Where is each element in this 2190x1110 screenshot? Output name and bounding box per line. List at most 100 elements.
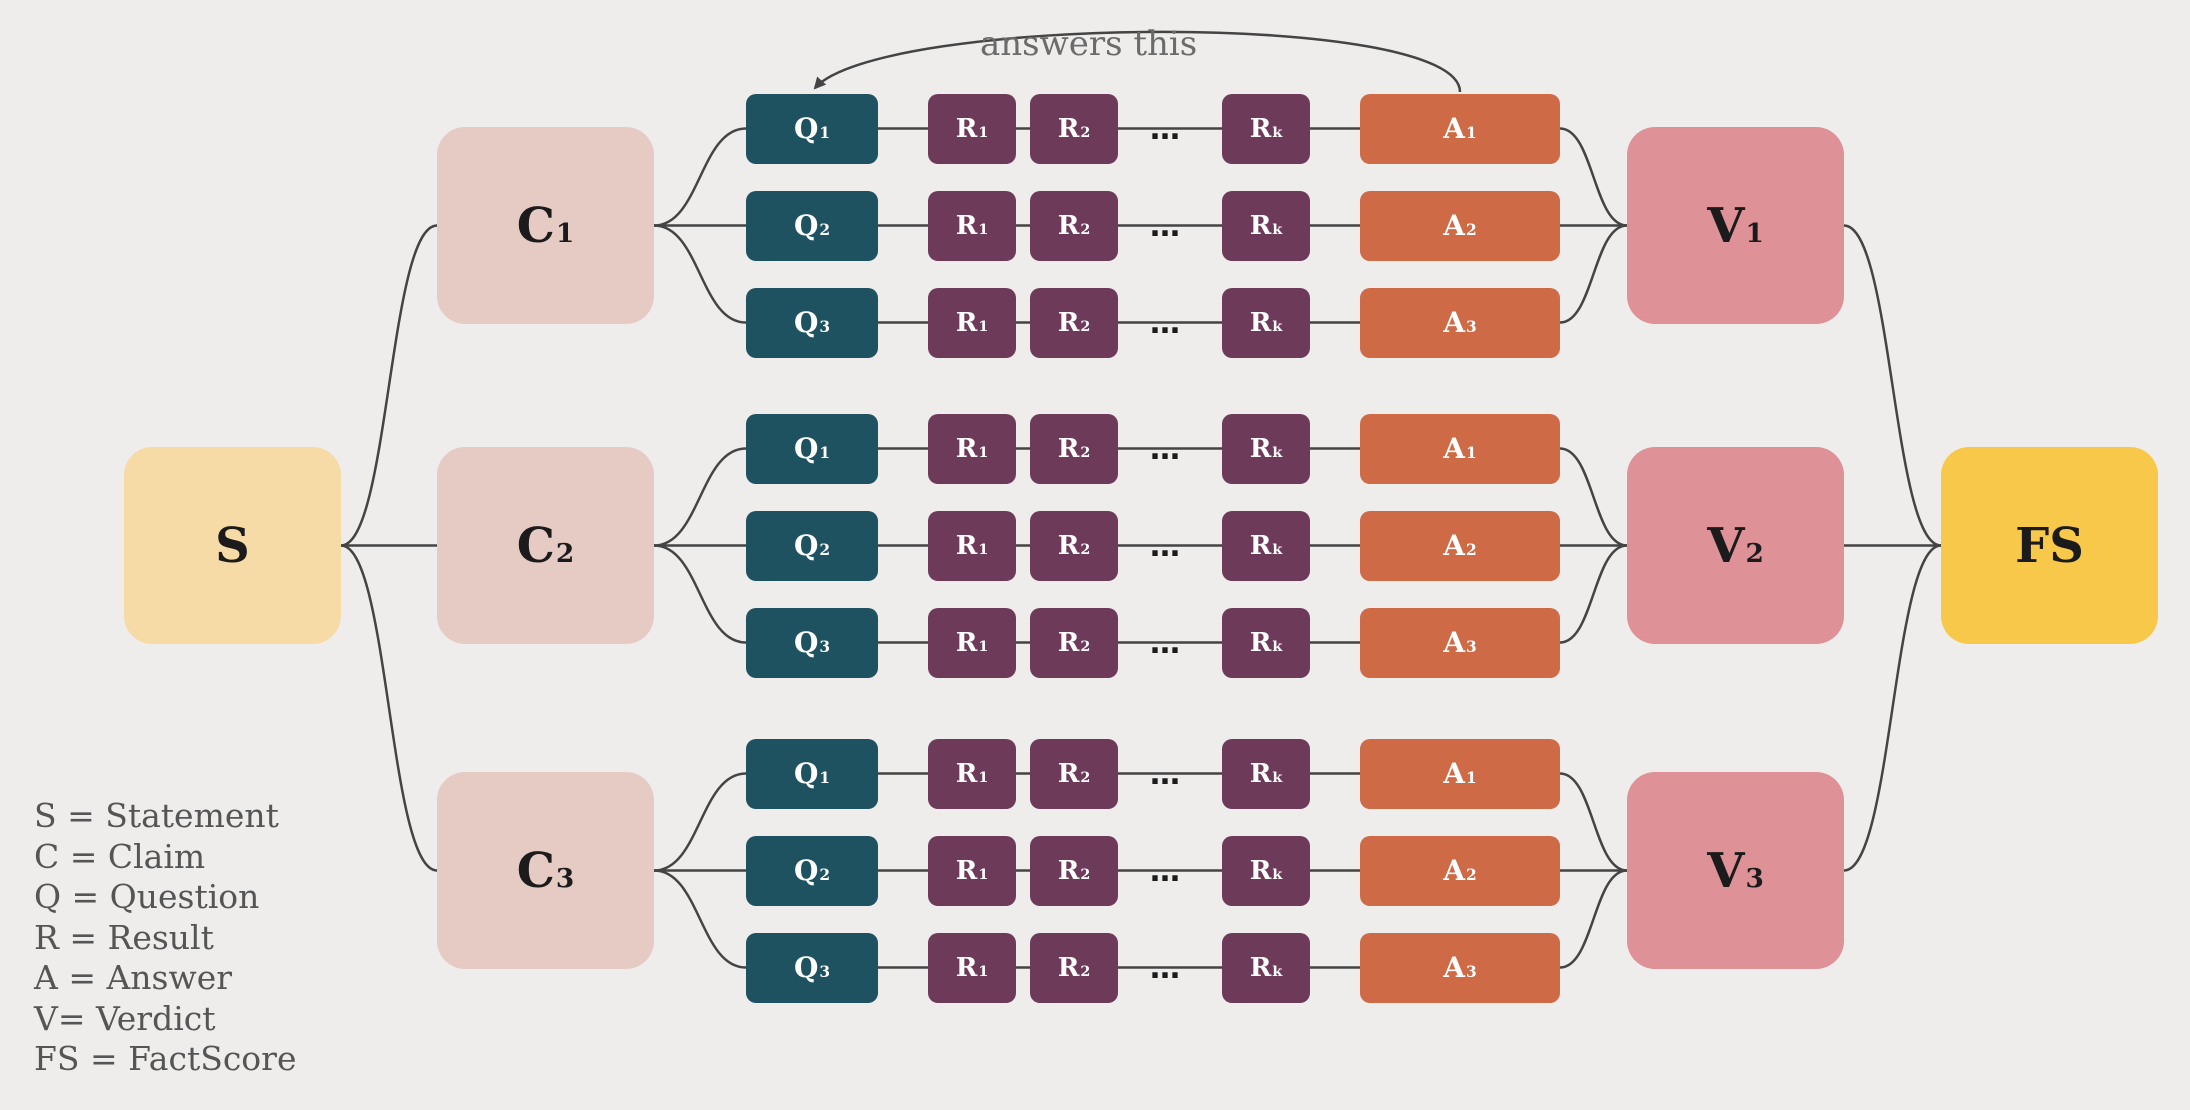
legend: S = Statement C = Claim Q = Question R =… bbox=[34, 796, 296, 1080]
legend-item: C = Claim bbox=[34, 836, 206, 876]
ellipsis: … bbox=[1150, 950, 1182, 986]
connector-line bbox=[340, 544, 438, 872]
connector-line bbox=[653, 544, 747, 644]
legend-item: V= Verdict bbox=[34, 998, 216, 1038]
connector-line bbox=[653, 772, 747, 872]
connector-line bbox=[1559, 544, 1628, 644]
connector-line bbox=[1559, 869, 1628, 969]
ellipsis: … bbox=[1150, 625, 1182, 661]
connector-line bbox=[653, 224, 747, 324]
connector-line bbox=[1843, 224, 1942, 547]
statement-node-label: S bbox=[215, 517, 250, 574]
ellipsis: … bbox=[1150, 111, 1182, 147]
ellipsis: … bbox=[1150, 305, 1182, 341]
statement-node: S bbox=[124, 447, 341, 644]
answers-this-label: answers this bbox=[980, 24, 1198, 64]
connector-line bbox=[653, 869, 747, 969]
ellipsis: … bbox=[1150, 756, 1182, 792]
connector-line bbox=[653, 447, 747, 547]
ellipsis: … bbox=[1150, 853, 1182, 889]
legend-item: Q = Question bbox=[34, 877, 260, 916]
ellipsis: … bbox=[1150, 208, 1182, 244]
ellipsis: … bbox=[1150, 431, 1182, 467]
legend-item: R = Result bbox=[34, 917, 214, 957]
factscore-node-label: FS bbox=[2015, 517, 2084, 574]
answers-this-arrow bbox=[813, 30, 1462, 93]
connector-line bbox=[1559, 772, 1628, 872]
